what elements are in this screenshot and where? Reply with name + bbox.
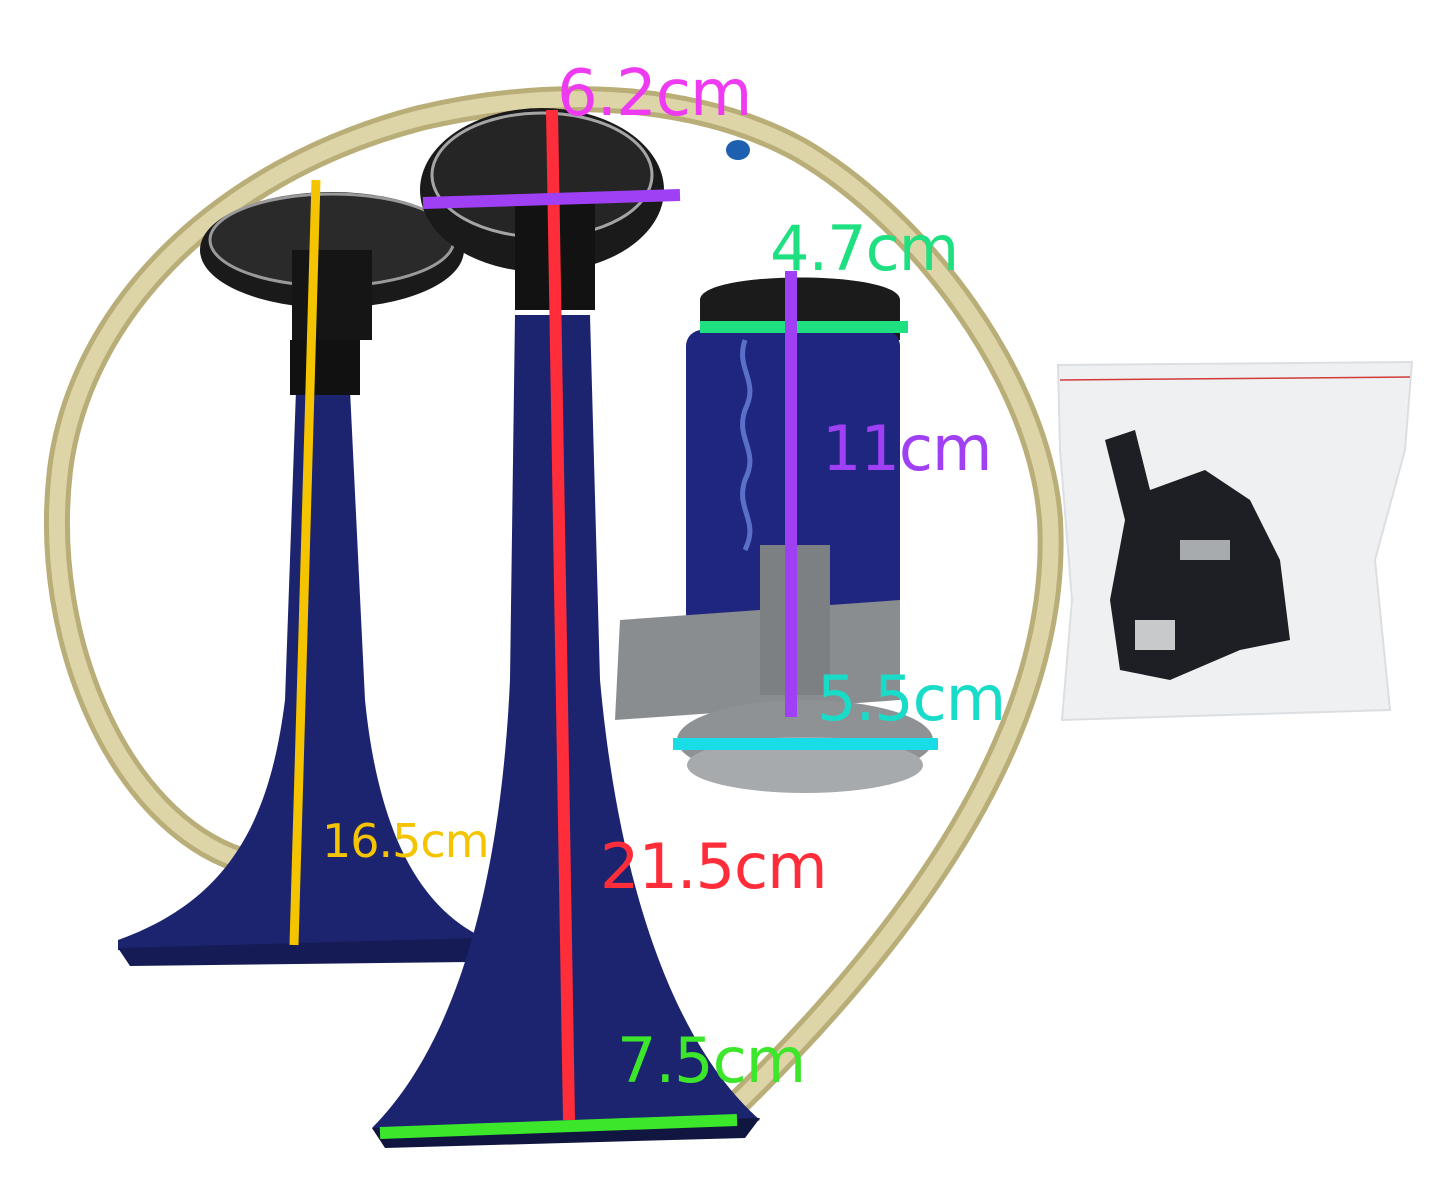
small-horn-length-line [289, 179, 321, 946]
label-4.7cm: 4.7cm [770, 212, 959, 285]
fittings-bag [1056, 360, 1414, 722]
label-11cm: 11cm [822, 412, 992, 485]
label-7.5cm: 7.5cm [617, 1024, 806, 1097]
air-tubing [44, 86, 1064, 1133]
cap-diameter-line [422, 189, 681, 209]
label-6.2cm: 6.2cm [557, 57, 752, 131]
bell-diameter-line [379, 1114, 738, 1139]
label-5.5cm: 5.5cm [817, 662, 1006, 735]
dimension-lines [289, 109, 938, 1139]
label-21.5cm: 21.5cm [600, 830, 828, 903]
tube-marker [726, 140, 750, 160]
label-16.5cm: 16.5cm [322, 814, 490, 868]
large-horn-length-line [546, 109, 575, 1121]
